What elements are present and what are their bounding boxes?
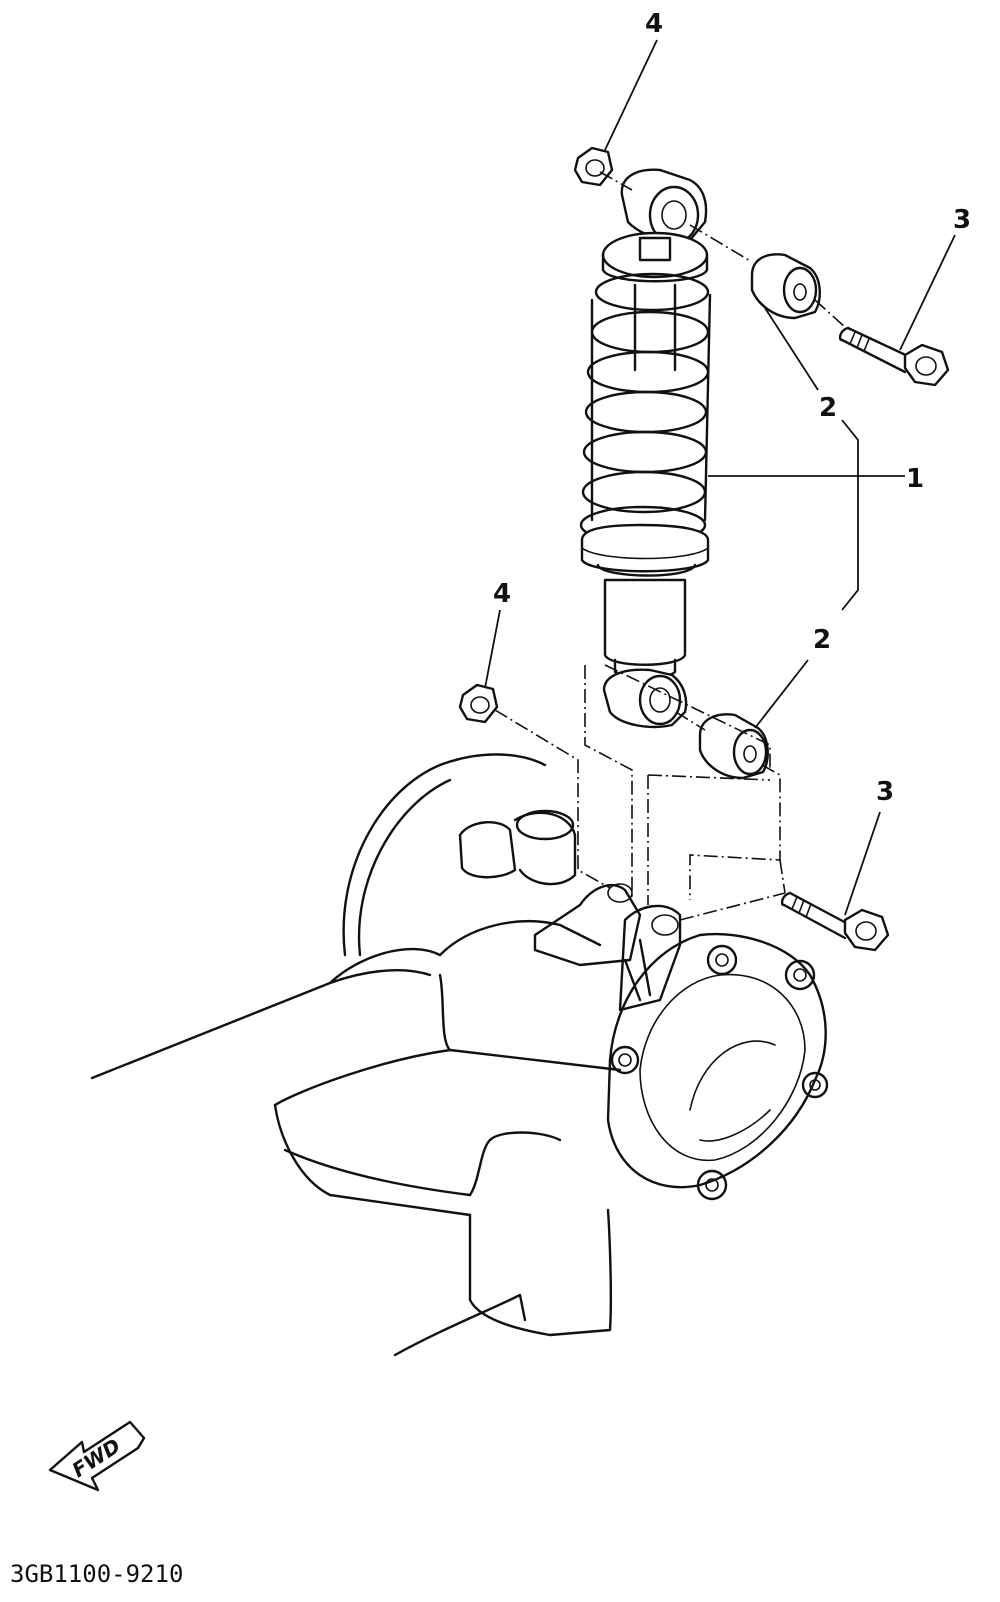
nut-lower [458,683,499,724]
callout-nut-lower: 4 [493,579,511,609]
callout-bushing-lower: 2 [813,625,831,655]
nut-upper [573,146,614,187]
diagram-code: 3GB1100-9210 [10,1560,183,1588]
bushing-lower [698,713,769,780]
callout-nut-upper: 4 [645,9,663,39]
bolt-lower [780,891,890,952]
assembly-lines [494,171,847,921]
callout-bolt-lower: 3 [876,777,894,807]
callout-bolt-upper: 3 [953,205,971,235]
wheel-hub [606,932,829,1201]
bushing-upper [750,253,821,320]
bolt-upper [838,326,950,387]
shock-absorber [579,168,712,729]
axle-housing [90,753,682,1357]
leader-lines [484,39,956,916]
callout-bushing-upper: 2 [819,393,837,423]
fwd-arrow: FWD [48,1420,146,1492]
coil-spring [579,272,712,545]
callout-shock-absorber: 1 [906,464,924,494]
hub-lug-holes [610,944,829,1201]
